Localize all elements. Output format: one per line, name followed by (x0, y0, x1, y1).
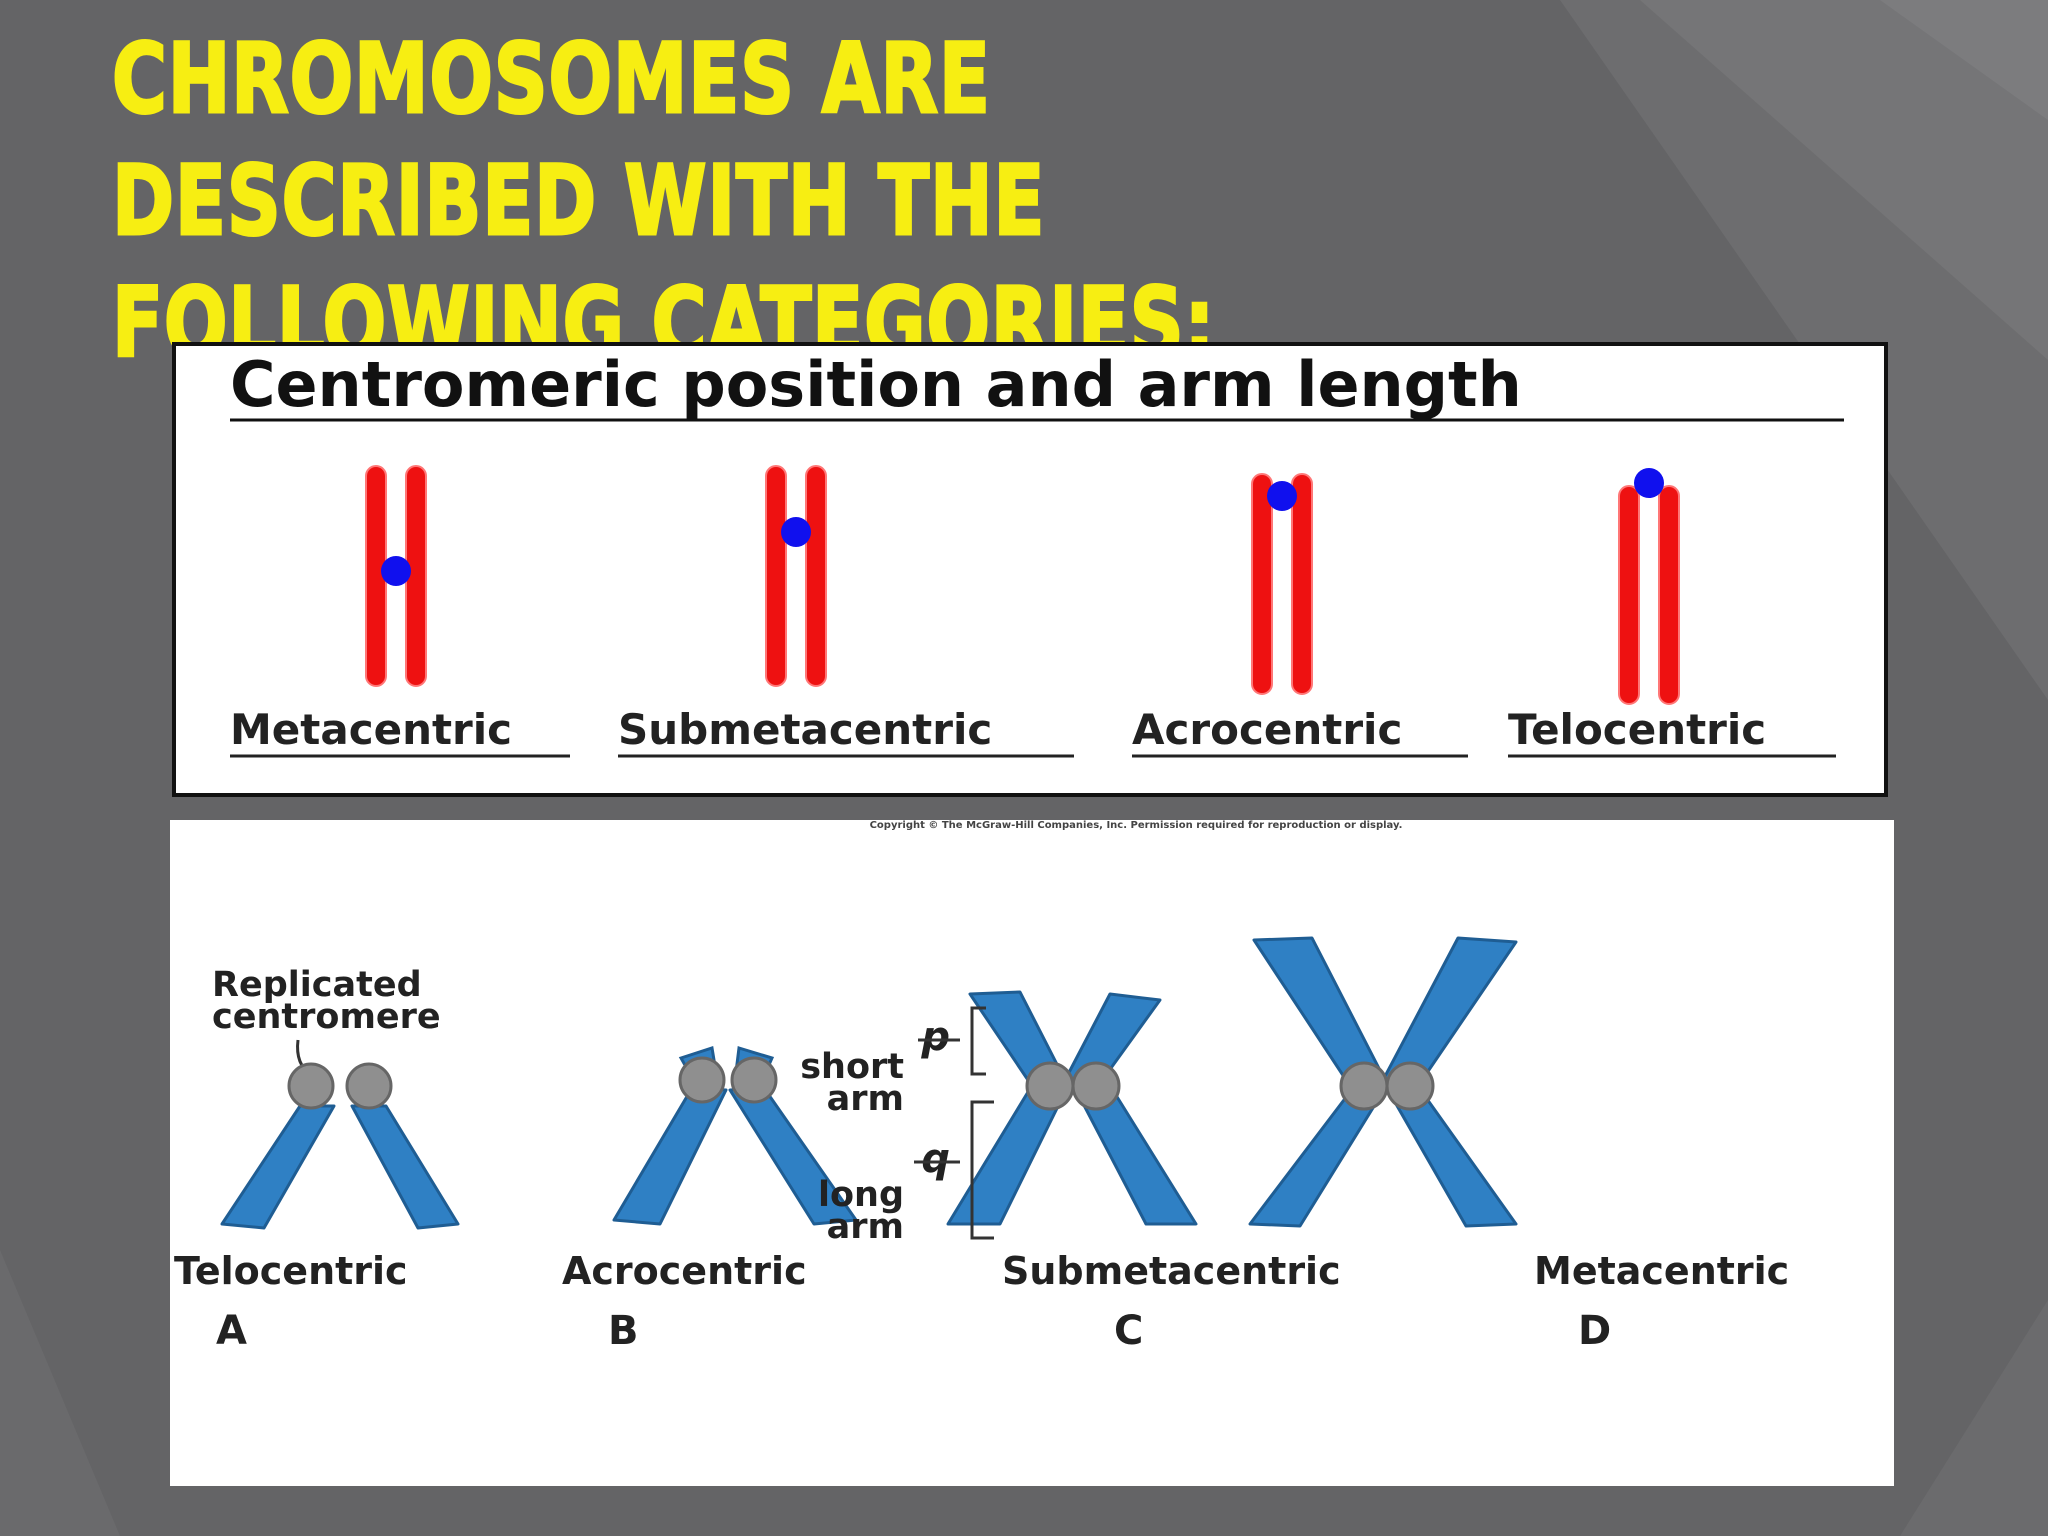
label-submetacentric: Submetacentric (618, 705, 992, 754)
chromosome-types-diagram: Copyright © The McGraw-Hill Companies, I… (174, 820, 1789, 1354)
panel-heading: Centromeric position and arm length (230, 348, 1522, 421)
long-arm-label: long (818, 1175, 904, 1215)
p-arm-letter: p (920, 1014, 950, 1060)
short-arm-label: short (800, 1047, 904, 1087)
telocentric-chromosome-red (1618, 468, 1680, 705)
centromere-dot (1267, 481, 1297, 511)
metacentric-chromosome-blue (1248, 936, 1518, 1228)
label-acrocentric: Acrocentric (1132, 705, 1402, 754)
centromeric-position-panel: Centromeric position and arm length Meta… (172, 342, 1888, 797)
centromere-circle (287, 1062, 335, 1110)
acrocentric-chromosome-blue (612, 1046, 858, 1226)
centromere-circle (730, 1056, 778, 1104)
metacentric-chromosome-red (365, 465, 427, 687)
type-label-submetacentric: Submetacentric (1002, 1249, 1341, 1293)
type-letter-b: B (608, 1308, 639, 1354)
centromere-circle (1025, 1061, 1075, 1111)
telocentric-chromosome-blue (220, 1062, 460, 1230)
type-letter-a: A (216, 1308, 247, 1354)
p-arm-bracket (970, 1006, 986, 1076)
short-arm-label: arm (827, 1079, 904, 1119)
centromere-circle (678, 1056, 726, 1104)
submetacentric-chromosome-blue (946, 990, 1198, 1226)
copyright-notice: Copyright © The McGraw-Hill Companies, I… (870, 820, 1403, 831)
centromere-circle (345, 1062, 393, 1110)
submetacentric-chromosome-red (765, 465, 827, 687)
centromere-circle (1071, 1061, 1121, 1111)
centromere-dot (381, 556, 411, 586)
long-arm-label: arm (827, 1207, 904, 1247)
centromere-dot (1634, 468, 1664, 498)
type-letter-d: D (1578, 1308, 1611, 1354)
centromere-circle (1339, 1061, 1389, 1111)
acrocentric-chromosome-red (1251, 473, 1313, 695)
type-label-metacentric: Metacentric (1534, 1249, 1789, 1293)
replicated-centromere-label: Replicated (212, 965, 422, 1005)
q-arm-letter: q (921, 1136, 950, 1182)
slide-title: Chromosomes are described with the follo… (111, 22, 1216, 381)
centromeric-position-diagram: Centromeric position and arm length Meta… (230, 348, 1844, 758)
chromosome-types-panel: Copyright © The McGraw-Hill Companies, I… (170, 820, 1894, 1486)
label-telocentric: Telocentric (1508, 705, 1766, 754)
type-label-acrocentric: Acrocentric (562, 1249, 807, 1293)
label-metacentric: Metacentric (230, 705, 512, 754)
type-letter-c: C (1114, 1308, 1143, 1354)
replicated-centromere-label: centromere (212, 997, 441, 1037)
type-label-telocentric: Telocentric (174, 1249, 408, 1293)
centromere-circle (1385, 1061, 1435, 1111)
centromere-dot (781, 517, 811, 547)
q-arm-bracket (970, 1100, 994, 1240)
